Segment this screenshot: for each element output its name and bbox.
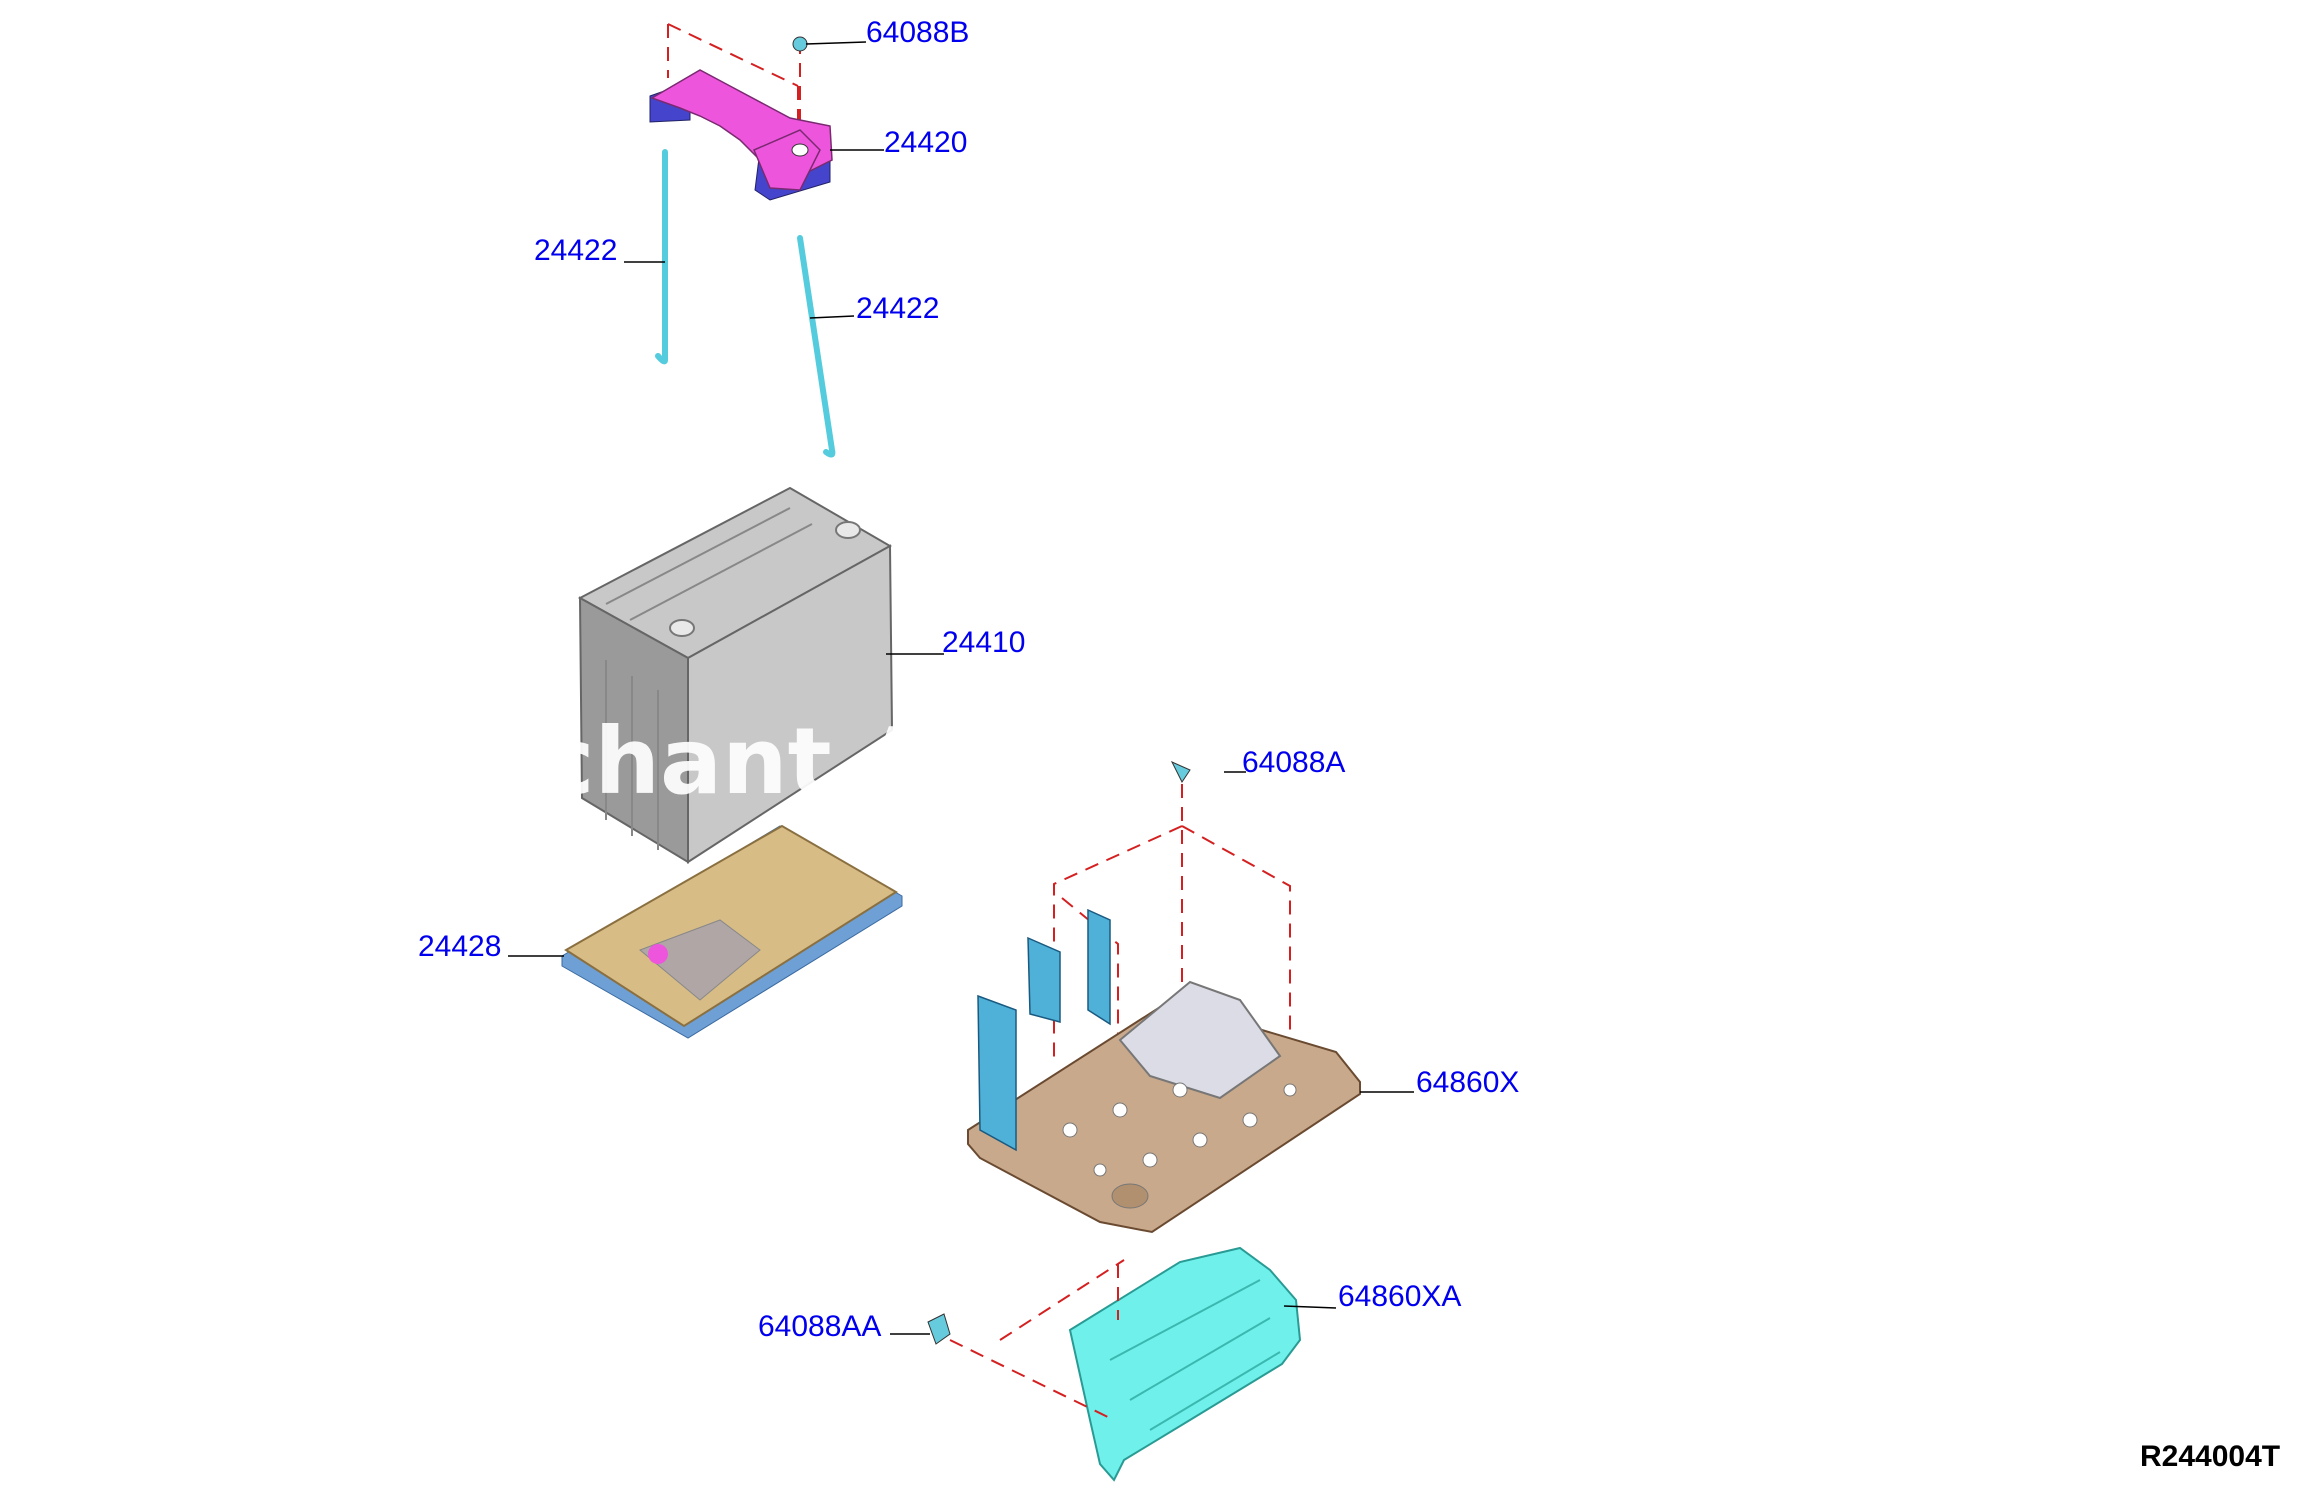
callout-24410[interactable]: 24410 [942,626,1026,659]
callout-64088aa[interactable]: 64088AA [758,1310,882,1343]
callout-64088b[interactable]: 64088B [866,16,970,49]
diagram-id: R244004T [2140,1440,2281,1473]
callout-24422-right[interactable]: 24422 [856,292,940,325]
bolt-64088a [1170,760,1191,783]
heat-shield [1068,1246,1302,1482]
leader-lines [508,41,1414,1335]
top-alignment-dashes [667,23,801,150]
battery-tray-mat [561,824,903,1039]
tray-alignment-dashes [1053,784,1291,1200]
callout-64860xa[interactable]: 64860XA [1338,1280,1462,1313]
rod-left [655,149,668,365]
bolt-64088aa [927,1313,951,1345]
bolt-64088b [792,36,808,52]
hold-down-bracket [649,69,833,201]
callout-24420[interactable]: 24420 [884,126,968,159]
callout-24428[interactable]: 24428 [418,930,502,963]
callout-64860x[interactable]: 64860X [1416,1066,1520,1099]
battery [577,486,894,864]
watermark-text: chant Au [540,708,1001,815]
callout-64088a[interactable]: 64088A [1242,746,1346,779]
callout-24422-left[interactable]: 24422 [534,234,618,267]
battery-base-tray [967,908,1361,1234]
rod-right [797,235,836,458]
shield-alignment-dashes [949,1259,1125,1421]
